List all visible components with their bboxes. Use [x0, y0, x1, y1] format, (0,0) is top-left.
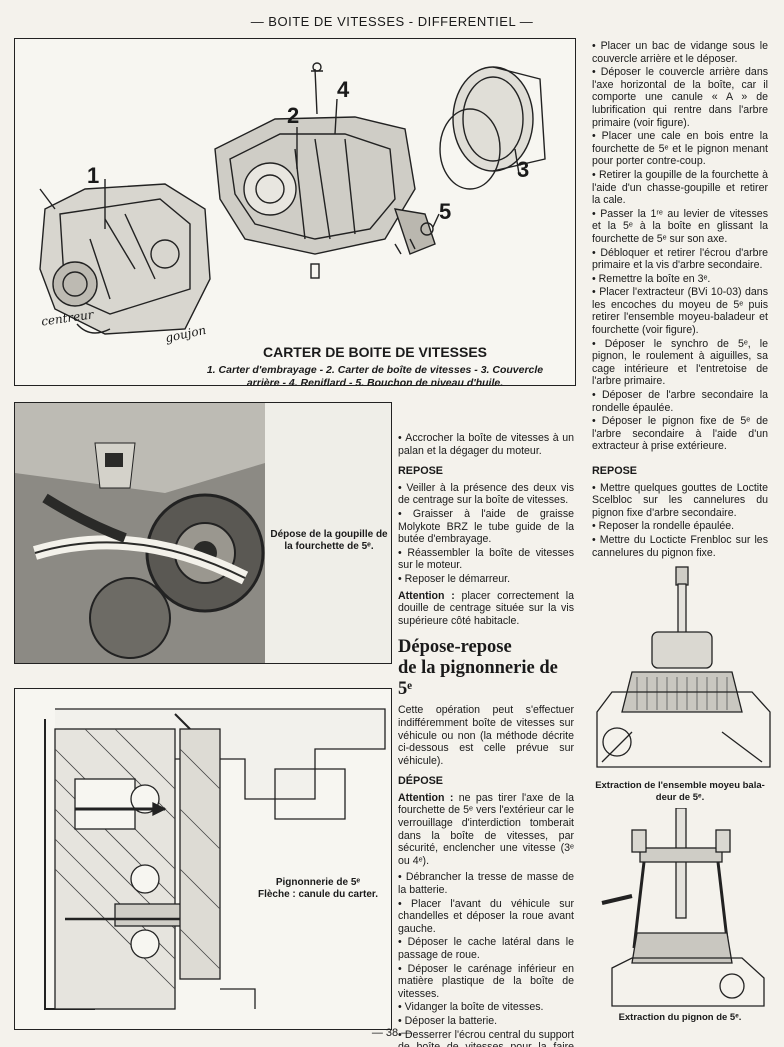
callout-4: 4	[337, 77, 350, 102]
callout-2: 2	[287, 103, 300, 128]
depose-item: Vidanger la boîte de vitesses.	[398, 1001, 574, 1014]
section-title-line-1: Dépose-repose	[398, 637, 512, 658]
repose-heading: REPOSE	[398, 465, 444, 478]
right-item: Placer l'extracteur (BVi 10-03) dans les…	[592, 286, 768, 336]
running-header: — BOITE DE VITESSES - DIFFERENTIEL —	[250, 14, 534, 29]
depose-attention-label: Attention :	[398, 791, 454, 804]
repose-item: Réassembler la boîte de vitesses sur le …	[398, 547, 574, 572]
extraction-pignon-caption: Extraction du pignon de 5ᵉ.	[618, 1012, 742, 1023]
figure-pignonnerie: Pignonnerie de 5ᵉ Flèche : canule du car…	[14, 688, 392, 1030]
right-item: Retirer la goupille de la fourchette à l…	[592, 169, 768, 207]
attention-paragraph: Attention : placer correctement la douil…	[398, 590, 574, 628]
repose-item: Reposer le démarreur.	[398, 573, 574, 586]
gearbox-housing-drawing	[39, 62, 546, 335]
photo-goupille-drawing	[15, 403, 265, 663]
extraction-moyeu-caption-2: deur de 5ᵉ.	[655, 792, 705, 803]
depose-item: Desserrer l'écrou central du support de …	[398, 1029, 574, 1047]
right-item: Remettre la boîte en 3ᵉ.	[592, 273, 768, 286]
depose-item: Déposer le carénage inférieur en matière…	[398, 963, 574, 1001]
figure-extraction-moyeu	[596, 566, 771, 768]
page-number: — 38 —	[371, 1027, 413, 1039]
right-item: Passer la 1ʳᵉ au levier de vitesses et l…	[592, 208, 768, 246]
right-item: Placer une cale en bois entre la fourche…	[592, 130, 768, 168]
depose-item: Déposer la batterie.	[398, 1015, 574, 1028]
extraction-moyeu-caption-1: Extraction de l'ensemble moyeu bala-	[595, 780, 765, 791]
depose-item: Placer l'avant du véhicule sur chandelle…	[398, 898, 574, 936]
callout-3: 3	[517, 157, 530, 182]
right-column: Placer un bac de vidange sous le couverc…	[592, 40, 768, 560]
right-repose-item: Mettre quelques gouttes de Loctite Scelb…	[592, 482, 768, 520]
right-item: Déposer le pignon fixe de 5ᵉ de l'arbre …	[592, 415, 768, 453]
photo-goupille: Dépose de la goupille de la fourchette d…	[14, 402, 392, 664]
right-item: Déposer de l'arbre secondaire la rondell…	[592, 389, 768, 414]
right-item: Débloquer et retirer l'écrou d'arbre pri…	[592, 247, 768, 272]
attention-text: placer correctement la douille de centra…	[398, 589, 574, 627]
depose-attention-paragraph: Attention : ne pas tirer l'axe de la fou…	[398, 792, 574, 868]
section-title: Dépose-repose de la pignonnerie de 5ᵉ	[398, 637, 574, 700]
right-item: Placer un bac de vidange sous le couverc…	[592, 40, 768, 65]
attention-label: Attention :	[398, 589, 455, 602]
photo-goupille-caption-2: la fourchette de 5ᵉ.	[284, 541, 374, 552]
photo-goupille-caption-1: Dépose de la goupille de	[270, 529, 388, 540]
pignonnerie-caption-2: Flèche : canule du carter.	[257, 889, 379, 900]
right-repose-item: Reposer la rondelle épaulée.	[592, 520, 768, 533]
middle-column: Accrocher la boîte de vitesses à un pala…	[398, 432, 574, 1047]
section-intro: Cette opération peut s'effectuer indiffé…	[398, 704, 574, 767]
figure-gearbox-housing: 1 2 3 4 5 centreur goujon CARTER DE BOIT…	[14, 38, 576, 386]
right-repose-item: Mettre du Locticte Frenbloc sur les cann…	[592, 534, 768, 559]
section-title-line-2: de la pignonnerie de 5ᵉ	[398, 658, 558, 700]
repose-item: Graisser à l'aide de graisse Molykote BR…	[398, 508, 574, 546]
repose-item: Veiller à la présence des deux vis de ce…	[398, 482, 574, 507]
depose-item: Déposer le cache latéral dans le passage…	[398, 936, 574, 961]
pignonnerie-drawing	[44, 708, 386, 1010]
callout-1: 1	[87, 163, 100, 188]
intro-paragraph: Accrocher la boîte de vitesses à un pala…	[398, 432, 574, 457]
right-repose-heading: REPOSE	[592, 465, 638, 477]
figure-caption-line-2: arrière - 4. Reniflard - 5. Bouchon de n…	[246, 377, 504, 386]
right-item: Déposer le synchro de 5ᵉ, le pignon, le …	[592, 338, 768, 388]
depose-attention-text: ne pas tirer l'axe de la fourchette de 5…	[398, 791, 574, 867]
figure-caption-line-1: 1. Carter d'embrayage - 2. Carter de boî…	[206, 364, 544, 376]
depose-item: Débrancher la tresse de masse de la batt…	[398, 871, 574, 896]
depose-heading: DÉPOSE	[398, 775, 444, 788]
right-item: Déposer le couvercle arrière dans l'axe …	[592, 66, 768, 129]
figure-extraction-pignon	[601, 808, 765, 1007]
callout-5: 5	[439, 199, 452, 224]
figure-title: CARTER DE BOITE DE VITESSES	[262, 344, 488, 360]
pignonnerie-caption-1: Pignonnerie de 5ᵉ	[275, 877, 361, 888]
